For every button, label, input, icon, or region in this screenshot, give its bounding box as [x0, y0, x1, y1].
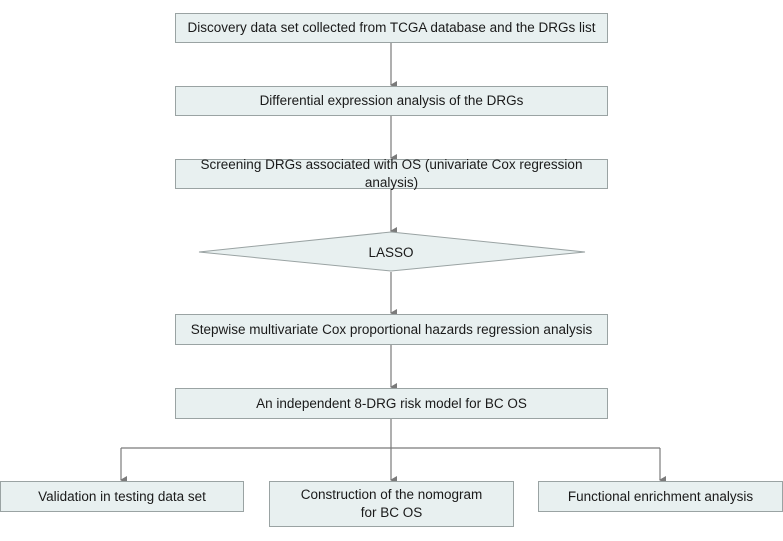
nomogram-box: Construction of the nomogram for BC OS	[269, 481, 514, 527]
validation-box: Validation in testing data set	[0, 481, 244, 512]
enrichment-label: Functional enrichment analysis	[567, 488, 754, 504]
screening-box: Screening DRGs associated with OS (univa…	[175, 157, 608, 190]
lasso-label: LASSO	[368, 244, 414, 260]
stepwise-box: Stepwise multivariate Cox proportional h…	[175, 314, 608, 345]
stepwise-label: Stepwise multivariate Cox proportional h…	[190, 321, 593, 337]
lasso-diamond	[198, 231, 586, 272]
model-label: An independent 8-DRG risk model for BC O…	[256, 395, 527, 411]
differential-box: Differential expression analysis of the …	[175, 86, 608, 116]
screening-label: Screening DRGs associated with OS (univa…	[200, 157, 583, 190]
differential-label: Differential expression analysis of the …	[259, 93, 524, 109]
discovery-box: Discovery data set collected from TCGA d…	[175, 13, 608, 43]
model-box: An independent 8-DRG risk model for BC O…	[175, 388, 608, 419]
lasso-label-wrap: LASSO	[300, 240, 482, 264]
nomogram-label-line1: Construction of the nomogram	[300, 487, 483, 503]
validation-label: Validation in testing data set	[38, 488, 206, 504]
enrichment-box: Functional enrichment analysis	[538, 481, 783, 512]
nomogram-label-line2: for BC OS	[360, 505, 423, 520]
discovery-label: Discovery data set collected from TCGA d…	[187, 20, 596, 36]
